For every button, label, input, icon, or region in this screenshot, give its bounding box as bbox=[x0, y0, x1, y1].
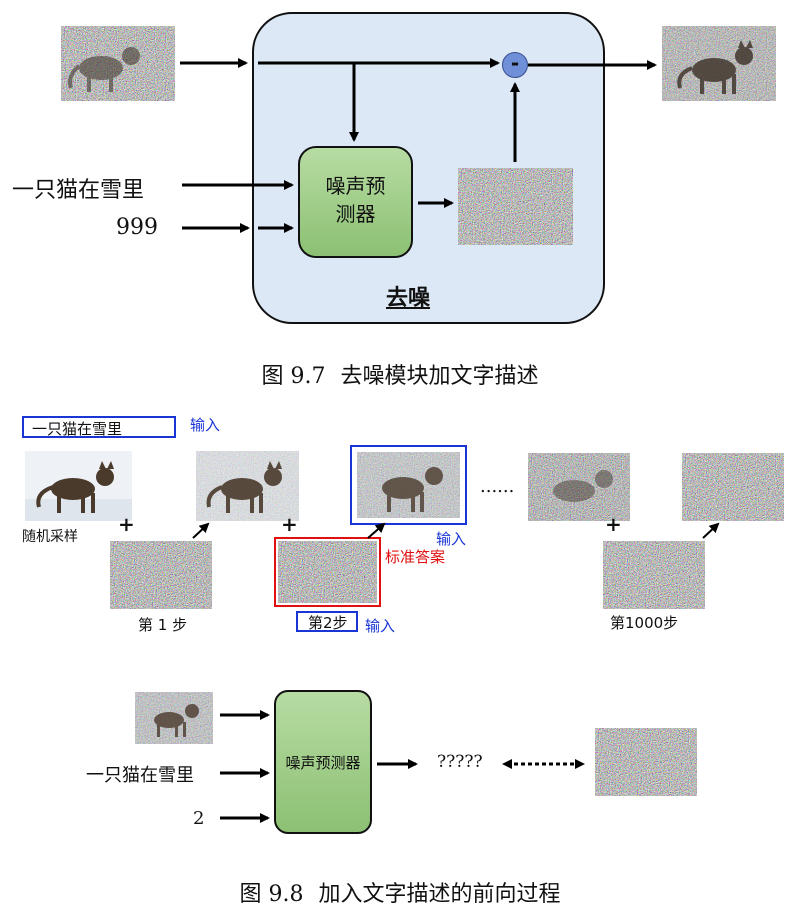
noise-predictor-box bbox=[298, 146, 413, 258]
bottom-noise-predictor-box bbox=[274, 690, 372, 834]
denoise-title: 去噪 bbox=[386, 285, 431, 311]
step1000-noise-picture bbox=[603, 541, 705, 609]
step1-label: 第 1 步 bbox=[138, 616, 188, 634]
fig98-caption-text: 加入文字描述的前向过程 bbox=[318, 882, 561, 907]
bottom-noisy-cat-picture bbox=[135, 692, 213, 744]
clean-cat-image bbox=[25, 451, 132, 521]
step2-frame bbox=[296, 611, 358, 632]
step2-cat-picture bbox=[357, 452, 460, 518]
step1000-noise-image bbox=[603, 541, 705, 609]
final-noise-picture bbox=[682, 453, 784, 521]
noisy-cat-input-image bbox=[61, 26, 175, 101]
step2-noise-picture bbox=[278, 541, 377, 603]
bottom-target-noise-image bbox=[595, 728, 697, 796]
fig97-caption: 图 9.7 去噪模块加文字描述 bbox=[0, 358, 800, 390]
plus-sign-3: + bbox=[605, 512, 622, 536]
text-input-box bbox=[22, 416, 176, 438]
noise-predictor-label: 噪声预 测器 bbox=[325, 174, 386, 226]
bottom-target-noise-picture bbox=[595, 728, 697, 796]
denoised-cat-output-image bbox=[662, 26, 776, 101]
final-noise-image bbox=[682, 453, 784, 521]
bottom-question-marks: ????? bbox=[437, 752, 483, 772]
subtract-node bbox=[502, 52, 528, 78]
ellipsis-dots: ...... bbox=[480, 476, 515, 497]
subtract-symbol: - bbox=[510, 51, 520, 75]
input-label-bottom: 输入 bbox=[365, 617, 396, 635]
fig97-input-step: 999 bbox=[116, 215, 158, 240]
plus-sign-1: + bbox=[118, 512, 135, 536]
bottom-input-text: 一只猫在雪里 bbox=[86, 765, 194, 786]
plus-sign-2: + bbox=[281, 512, 298, 536]
predicted-noise-picture bbox=[458, 168, 573, 245]
fig97-caption-text: 去噪模块加文字描述 bbox=[340, 364, 539, 389]
input-label-mid: 输入 bbox=[436, 530, 467, 548]
text-input-box-label: 一只猫在雪里 bbox=[32, 420, 123, 438]
ground-truth-label: 标准答案 bbox=[385, 548, 446, 566]
step2-noise-image bbox=[278, 541, 377, 603]
fig97-arrows bbox=[180, 58, 657, 233]
step2-cat-image bbox=[357, 452, 460, 518]
step1-cat-picture bbox=[196, 451, 299, 521]
bottom-noisy-cat-image bbox=[135, 692, 213, 744]
bottom-input-step: 2 bbox=[193, 808, 205, 829]
fig97-input-text: 一只猫在雪里 bbox=[12, 178, 145, 203]
predicted-noise-image bbox=[458, 168, 573, 245]
step2-label: 第2步 bbox=[308, 614, 348, 632]
step1-cat-image bbox=[196, 451, 299, 521]
step2-input-frame bbox=[350, 445, 467, 525]
noisy-cat-input-picture bbox=[61, 26, 175, 101]
step999-cat-picture bbox=[528, 453, 630, 521]
denoised-cat-output-picture bbox=[662, 26, 776, 101]
clean-cat-picture bbox=[25, 451, 132, 521]
fig98-caption: 图 9.8 加入文字描述的前向过程 bbox=[0, 876, 800, 908]
bottom-noise-predictor-label: 噪声预测器 bbox=[285, 754, 361, 772]
fig98-step-arrows bbox=[192, 522, 720, 539]
step1000-label: 第1000步 bbox=[610, 614, 679, 632]
step1-noise-picture bbox=[110, 541, 212, 609]
ground-truth-frame bbox=[274, 537, 381, 607]
step999-cat-image bbox=[528, 453, 630, 521]
fig98-bottom-arrows bbox=[220, 710, 585, 823]
fig98-caption-number: 图 9.8 bbox=[239, 882, 304, 907]
input-label-top: 输入 bbox=[190, 416, 221, 434]
fig97-caption-number: 图 9.7 bbox=[261, 364, 326, 389]
random-sample-label: 随机采样 bbox=[22, 529, 78, 545]
step1-noise-image bbox=[110, 541, 212, 609]
